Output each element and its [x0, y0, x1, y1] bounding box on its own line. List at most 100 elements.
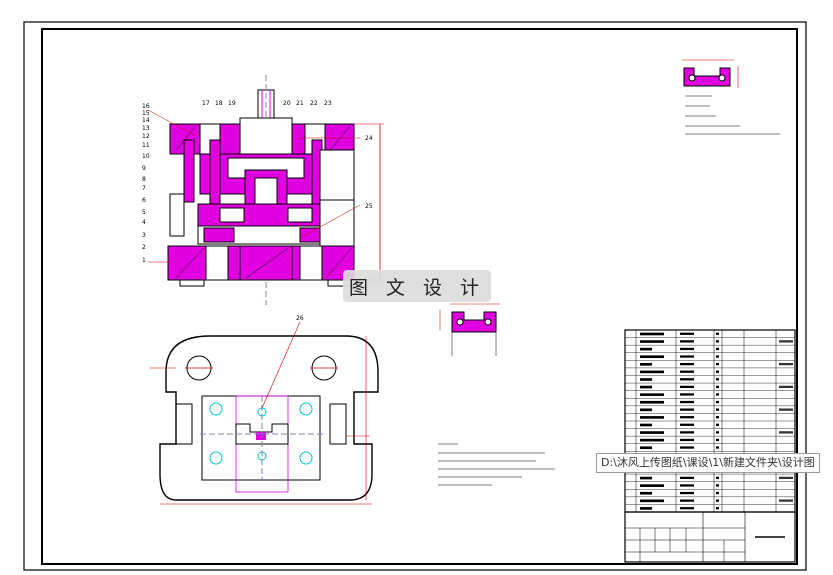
bom-cell-name [640, 408, 652, 412]
part-label-16: 16 [142, 103, 150, 110]
bom-cell-material [680, 423, 694, 426]
bom-cell-qty [716, 491, 719, 495]
bom-cell-name [640, 332, 664, 336]
bom-cell-qty [716, 438, 719, 442]
bom-cell-name [640, 400, 664, 404]
title-block [624, 511, 796, 563]
bom-cell-name [640, 484, 664, 487]
part-label-22: 22 [310, 100, 318, 107]
part-label-18: 18 [215, 100, 223, 107]
bom-cell-material [680, 385, 694, 389]
part-detail-view [682, 59, 780, 135]
bom-cell-qty [716, 385, 719, 389]
bom-cell-material [680, 416, 694, 419]
bom-cell-material [680, 400, 694, 404]
bom-cell-qty [716, 393, 719, 396]
bom-cell-material [680, 438, 694, 442]
bom-cell-material [680, 355, 694, 358]
part-label-24: 24 [365, 135, 373, 142]
bom-cell-qty [716, 446, 719, 449]
bom-cell-material [680, 507, 694, 510]
bom-cell-material [680, 499, 694, 502]
bom-cell-standard [779, 385, 793, 389]
bom-cell-material [680, 491, 694, 495]
part-label-11: 11 [142, 142, 150, 149]
bom-cell-name [640, 491, 652, 495]
bom-cell-qty [716, 484, 719, 487]
part-label-8: 8 [142, 176, 146, 183]
plan-view: 26 [150, 315, 379, 505]
part-label-6: 6 [142, 197, 146, 204]
bom-cell-qty [716, 340, 719, 343]
watermark-badge: 图 文 设 计 [343, 270, 491, 302]
part-label-12: 12 [142, 133, 150, 140]
part-label-21: 21 [296, 100, 304, 107]
part-label-1: 1 [142, 257, 146, 264]
bom-cell-qty [716, 378, 719, 381]
bom-cell-qty [716, 355, 719, 358]
part-label-3: 3 [142, 232, 146, 239]
bom-cell-name [640, 507, 652, 510]
part-label-14: 14 [142, 117, 150, 124]
part-label-26: 26 [296, 315, 304, 322]
section-labels-top: 17 18 19 20 21 22 23 24 25 [202, 100, 373, 210]
bom-cell-name [640, 393, 664, 396]
bom-cell-qty [716, 476, 719, 480]
part-label-20: 20 [283, 100, 291, 107]
technical-notes [438, 443, 555, 486]
section-labels-left: 16 15 14 13 12 11 10 9 8 7 6 5 4 3 2 1 [142, 103, 150, 264]
bill-of-materials [624, 329, 796, 513]
bom-cell-material [680, 431, 694, 434]
bom-cell-qty [716, 332, 719, 335]
part-label-25: 25 [365, 203, 373, 210]
bom-cell-material [680, 484, 694, 487]
bom-cell-name [640, 355, 664, 359]
part-label-9: 9 [142, 165, 146, 172]
bom-cell-material [680, 408, 694, 411]
bom-cell-material [680, 362, 694, 366]
part-label-15: 15 [142, 110, 150, 117]
bom-cell-name [640, 431, 664, 434]
part-label-7: 7 [142, 185, 146, 192]
bom-cell-name [640, 347, 652, 351]
bom-cell-name [640, 370, 664, 374]
section-view [147, 75, 384, 305]
bom-cell-standard [779, 362, 793, 366]
bom-cell-standard [779, 476, 793, 480]
bom-cell-qty [716, 423, 719, 426]
bom-cell-name [640, 385, 652, 389]
bom-cell-qty [716, 370, 719, 373]
bom-cell-name [640, 499, 664, 503]
part-label-19: 19 [228, 100, 236, 107]
part-label-17: 17 [202, 100, 210, 107]
bom-cell-name [640, 362, 652, 366]
bom-cell-standard [779, 340, 793, 343]
bom-cell-name [640, 340, 664, 343]
bom-cell-qty [716, 408, 719, 411]
part-label-2: 2 [142, 244, 146, 251]
bom-cell-qty [716, 431, 719, 434]
bom-cell-material [680, 476, 694, 480]
bom-cell-material [680, 393, 694, 396]
bom-cell-name [640, 446, 652, 450]
bom-cell-qty [716, 416, 719, 419]
part-label-23: 23 [324, 100, 332, 107]
bom-cell-material [680, 370, 694, 373]
part-label-4: 4 [142, 219, 146, 226]
bom-cell-name [640, 416, 664, 419]
part-label-5: 5 [142, 209, 146, 216]
blank-part-view [439, 303, 500, 356]
bom-cell-material [680, 446, 694, 449]
bom-cell-name [640, 378, 652, 381]
bom-cell-standard [779, 408, 793, 411]
bom-cell-qty [716, 362, 719, 366]
bom-cell-material [680, 332, 694, 335]
bom-cell-name [640, 423, 652, 427]
part-label-10: 10 [142, 153, 150, 160]
bom-cell-standard [779, 499, 793, 502]
part-label-13: 13 [142, 125, 150, 132]
file-path-tooltip: D:\沐风上传图纸\课设\1\新建文件夹\设计图 [596, 453, 820, 473]
bom-cell-standard [779, 431, 793, 434]
bom-cell-qty [716, 499, 719, 502]
